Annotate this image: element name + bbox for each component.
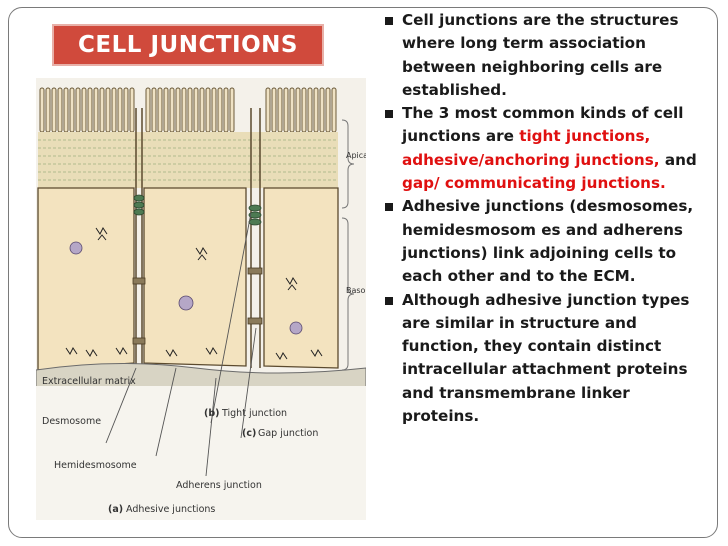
slide-title: CELL JUNCTIONS: [52, 24, 324, 66]
gap-tag: (c): [242, 428, 256, 439]
bullet-item: Although adhesive junction types are sim…: [380, 289, 710, 429]
tight-tag: (b): [204, 408, 219, 419]
membranes: [135, 108, 261, 368]
ecm-label: Extracellular matrix: [42, 376, 136, 387]
cell-bodies: [37, 187, 339, 371]
highlight-text: gap/ communicating junctions.: [402, 174, 666, 193]
bullet-square-icon: [385, 203, 393, 212]
gap-junction-icon: [69, 241, 303, 335]
desmosome-label: Desmosome: [42, 416, 101, 427]
bullet-list: Cell junctions are the structures where …: [380, 9, 710, 428]
bullet-item: Cell junctions are the structures where …: [380, 9, 710, 102]
hemidesmosome-label: Hemidesmosome: [54, 460, 137, 471]
tight-label: Tight junction: [221, 408, 287, 419]
bullet-square-icon: [385, 110, 393, 119]
slide-frame: [8, 7, 718, 538]
microvilli: [39, 87, 337, 133]
region-braces: [341, 119, 355, 371]
gap-label: Gap junction: [258, 428, 318, 439]
bullet-text: Although adhesive junction types are sim…: [402, 290, 690, 426]
bullet-text: The 3 most common kinds of cell junction…: [402, 104, 684, 146]
highlight-text: tight junctions, adhesive/anchoring junc…: [402, 127, 660, 169]
leader-lines: [105, 212, 257, 477]
tight-junction-icon: [133, 194, 262, 226]
bullet-text: Adhesive junctions (desmosomes, hemidesm…: [402, 197, 694, 286]
adherens-label: Adherens junction: [176, 480, 262, 491]
desmosome-icon: [132, 267, 263, 345]
adhesive-tag: (a): [108, 504, 123, 515]
bullet-square-icon: [385, 17, 393, 25]
terminal-web: [38, 132, 338, 188]
bullet-item: The 3 most common kinds of cell junction…: [380, 102, 710, 195]
apical-label: Apical region: [346, 151, 366, 160]
bullet-square-icon: [385, 296, 393, 305]
bullet-text: Cell junctions are the structures where …: [402, 11, 679, 99]
basolateral-label: Basolateral region: [346, 286, 366, 295]
bullet-item: Adhesive junctions (desmosomes, hemidesm…: [380, 195, 710, 288]
bullet-text: and: [659, 150, 697, 169]
adhesive-label: Adhesive junctions: [126, 504, 215, 515]
intermediate-filament-icon: [65, 227, 323, 360]
cell-junctions-diagram: Apical region Basolateral region Extrace…: [36, 78, 366, 520]
